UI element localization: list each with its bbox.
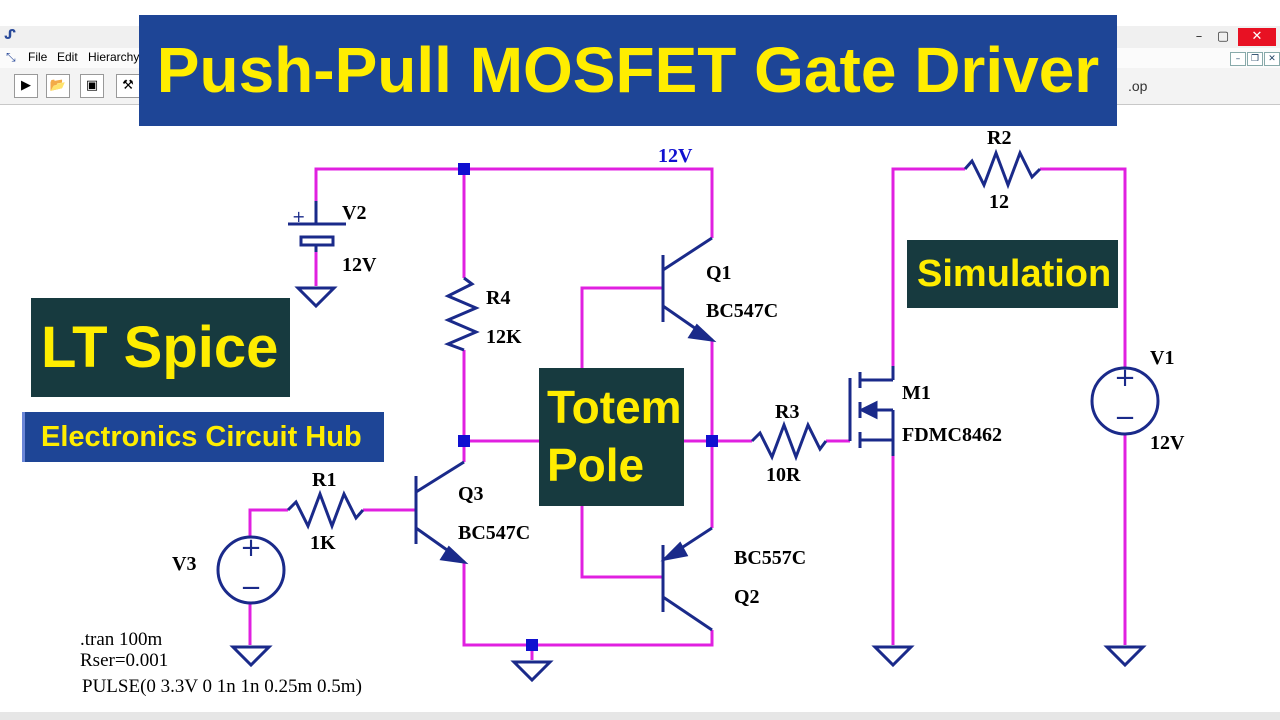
r3-value: 10R [766,464,801,486]
svg-text:+: + [1114,363,1136,393]
m1-name: M1 [902,382,931,404]
menu-hierarchy[interactable]: Hierarchy [88,50,140,64]
components: + [216,148,1160,683]
run-icon[interactable]: ▶ [14,74,38,98]
v1-voltage-source-symbol: + − [1090,363,1160,436]
r4-value: 12K [486,326,522,348]
mdi-minimize-button[interactable]: – [1230,52,1246,66]
m1-nmos-symbol [848,366,895,456]
r4-resistor-symbol [443,276,480,352]
r2-value: 12 [989,191,1009,213]
junctions [458,163,718,651]
channel-name-banner: Electronics Circuit Hub [22,412,384,462]
mdi-restore-button[interactable]: ❐ [1247,52,1263,66]
close-button[interactable]: ✕ [1238,28,1276,46]
ground-symbol [294,286,338,309]
r1-value: 1K [310,532,336,554]
ground-symbol [229,645,273,668]
save-icon[interactable]: ▣ [80,74,104,98]
r4-name: R4 [486,287,510,309]
ground-symbol [510,660,554,683]
minimize-button[interactable]: – [1195,29,1203,44]
q2-name: Q2 [734,586,760,608]
ground-symbol [1103,645,1147,668]
r1-name: R1 [312,469,336,491]
simulation-banner: Simulation [907,240,1118,308]
svg-text:+: + [292,207,305,226]
q1-name: Q1 [706,262,732,284]
svg-text:+: + [240,533,262,563]
spice-rser-directive: Rser=0.001 [80,650,168,671]
totem-line-2: Pole [547,439,645,491]
ground-symbol [871,645,915,668]
v1-value: 12V [1150,432,1185,454]
mdi-child-icon[interactable]: ⤡ [6,50,16,64]
q3-npn-transistor-symbol [414,460,469,565]
op-directive-button[interactable]: .op [1128,78,1148,94]
restore-button[interactable]: ▢ [1216,29,1230,44]
svg-text:−: − [240,573,262,603]
q2-pnp-transistor-symbol [660,526,713,632]
totem-line-1: Totem [547,381,682,433]
v1-name: V1 [1150,347,1174,369]
ltspice-app-icon[interactable]: ᔑ [4,28,17,43]
status-bar [0,712,1280,720]
q1-value: BC547C [706,300,778,322]
v3-name: V3 [172,553,196,575]
q3-value: BC547C [458,522,530,544]
r1-resistor-symbol [286,489,365,531]
menu-edit[interactable]: Edit [57,50,78,64]
v3-voltage-source-symbol: + − [216,533,286,605]
hammer-icon[interactable]: ⚒ [116,74,140,98]
net-label-12v: 12V [658,145,693,167]
video-title-banner: Push-Pull MOSFET Gate Driver [139,15,1117,126]
r3-resistor-symbol [750,420,828,462]
v2-value: 12V [342,254,377,276]
svg-text:−: − [1114,403,1136,433]
r2-resistor-symbol [963,148,1042,190]
r3-name: R3 [775,401,799,423]
v2-battery-symbol: + [288,201,346,252]
m1-value: FDMC8462 [902,424,1002,446]
q1-npn-transistor-symbol [661,236,717,343]
spice-pulse-directive: PULSE(0 3.3V 0 1n 1n 0.25m 0.5m) [82,676,362,697]
ltspice-banner: LT Spice [31,298,290,397]
menu-file[interactable]: File [28,50,48,64]
q3-name: Q3 [458,483,484,505]
r2-name: R2 [987,127,1011,149]
totem-pole-banner: Totem Pole [539,368,684,506]
q2-value: BC557C [734,547,806,569]
open-folder-icon[interactable]: 📂 [46,74,70,98]
spice-tran-directive: .tran 100m [80,629,163,650]
v2-name: V2 [342,202,366,224]
